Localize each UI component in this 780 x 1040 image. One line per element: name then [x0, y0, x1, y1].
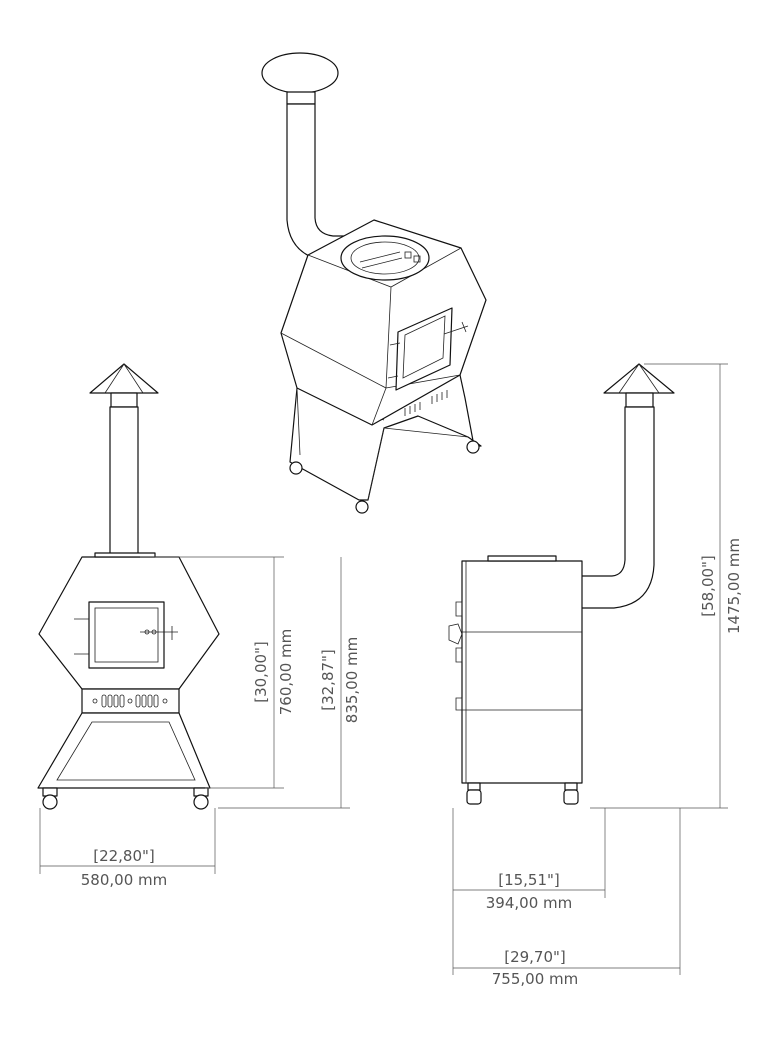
isometric-view: [261, 52, 487, 514]
side-depth-inch: [15,51"]: [498, 871, 560, 889]
side-extension-lines: [452, 808, 681, 975]
side-total-width-inch: [29,70"]: [504, 948, 566, 966]
front-chimney-pipe: [109, 406, 139, 558]
side-hinge-bottom: [455, 647, 463, 663]
front-door-latch: [140, 626, 178, 640]
iso-door-hinges: [387, 342, 401, 379]
front-height-total-mm: 835,00 mm: [343, 637, 361, 723]
side-chimney-collar: [625, 392, 654, 408]
iso-door-latch: [443, 321, 469, 335]
side-total-width-mm: 755,00 mm: [492, 970, 578, 988]
front-height-total-inch: [32,87"]: [319, 649, 337, 711]
front-width-mm: 580,00 mm: [81, 871, 167, 889]
side-dimension-lines: [452, 363, 728, 975]
front-latch-dot-2: [151, 629, 157, 635]
side-top-plate: [487, 555, 557, 562]
iso-stand-edges: [296, 387, 469, 501]
front-height-body-mm: 760,00 mm: [277, 629, 295, 715]
iso-wheel-1: [289, 461, 303, 475]
side-body: [461, 560, 583, 784]
overall-height-line: [590, 363, 728, 809]
front-chimney-collar: [110, 392, 138, 408]
front-width-inch: [22,80"]: [93, 847, 155, 865]
side-caster-rear-mount: [564, 782, 578, 791]
side-caster-rear-wheel: [563, 789, 579, 805]
iso-knob-1: [404, 251, 412, 259]
front-door: [88, 601, 165, 669]
side-chimney-cap-lines: [618, 363, 660, 394]
front-view: [37, 363, 220, 810]
iso-chimney-pipe: [286, 103, 347, 263]
iso-body-edges: [280, 247, 462, 426]
front-width-line: [39, 808, 216, 874]
front-latch-dot-1: [144, 629, 150, 635]
overall-height-inch: [58,00"]: [699, 555, 717, 617]
iso-chimney-cap: [261, 52, 339, 94]
side-caster-front-wheel: [466, 789, 482, 805]
front-stand-opening: [56, 721, 196, 781]
side-view: [448, 363, 675, 805]
front-vent-band: [81, 688, 180, 714]
iso-door-window: [402, 315, 446, 379]
side-chimney-cap: [603, 363, 675, 394]
iso-wheel-2: [355, 500, 369, 514]
side-latch-handle: [448, 623, 463, 645]
iso-knob-2: [413, 255, 421, 263]
side-caster-front-mount: [467, 782, 481, 791]
side-depth-mm: 394,00 mm: [486, 894, 572, 912]
iso-cooktop-inner: [350, 241, 420, 275]
front-height-body-inch: [30,00"]: [252, 641, 270, 703]
front-top-plate: [94, 552, 156, 558]
side-panel-lines: [462, 631, 582, 711]
iso-door: [395, 307, 453, 391]
front-vent-slots: [92, 694, 168, 708]
front-door-hinges: [74, 618, 89, 655]
front-door-window: [94, 607, 159, 663]
side-vent-knob: [455, 697, 463, 711]
front-chimney-cap: [89, 363, 159, 394]
iso-vent-slots: [404, 390, 448, 416]
front-chimney-cap-lines: [104, 363, 144, 394]
iso-cooktop-ring: [340, 235, 430, 281]
front-caster-left-wheel: [42, 794, 58, 810]
overall-height-mm: 1475,00 mm: [725, 538, 743, 634]
iso-chimney-collar: [286, 91, 316, 105]
front-height-body-line: [140, 556, 284, 789]
front-dimension-lines: [39, 556, 350, 874]
front-height-total-line: [218, 557, 350, 809]
side-hinge-top: [455, 601, 463, 617]
iso-cooktop-handle: [359, 251, 403, 269]
front-stand: [37, 712, 211, 789]
iso-wheel-3: [466, 440, 480, 454]
front-caster-right-wheel: [193, 794, 209, 810]
side-chimney-pipe: [580, 406, 655, 609]
